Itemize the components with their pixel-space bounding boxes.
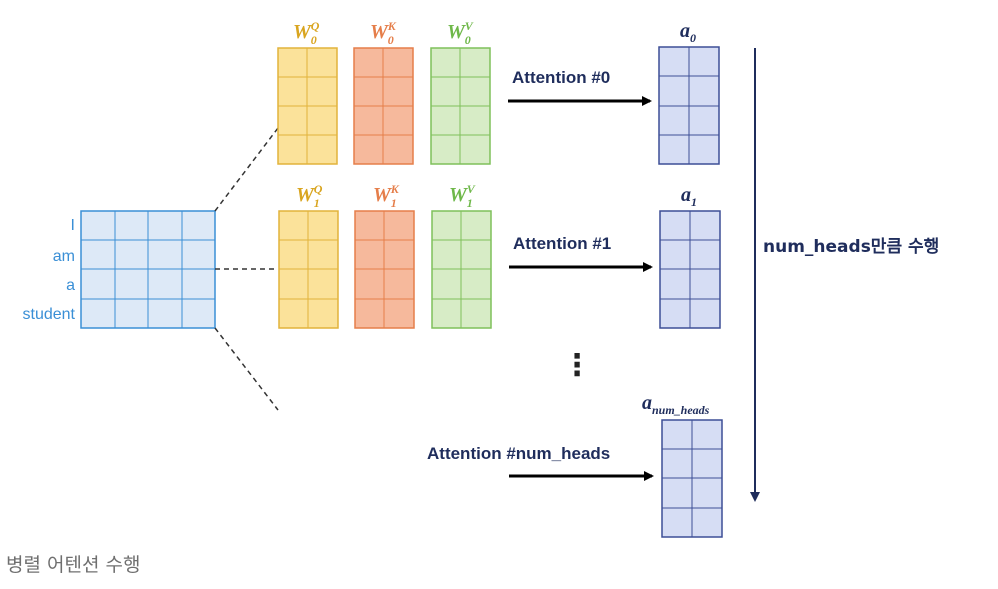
attention-label-last: Attention #num_heads: [427, 444, 610, 463]
output-matrix-0: [658, 46, 720, 165]
head-0-query-matrix: [277, 47, 338, 165]
output-label-last: anum_heads: [642, 392, 710, 417]
output-label-0: a0: [680, 20, 696, 45]
weight-label-v0: W0V: [447, 19, 474, 47]
token-label: am: [53, 248, 75, 265]
output-matrix-last: [661, 419, 723, 538]
figure-caption: 병렬 어텐션 수행: [6, 554, 141, 576]
attention-label-0: Attention #0: [512, 68, 610, 87]
weight-label-v1: W1V: [449, 182, 476, 210]
head-0-value-matrix: [430, 47, 491, 165]
input-matrix: [80, 210, 216, 329]
output-matrix-1: [659, 210, 721, 329]
weight-label-k1: W1K: [373, 182, 400, 210]
ellipsis: ⋮: [562, 349, 592, 382]
token-label: a: [66, 277, 75, 294]
weight-label-q0: W0Q: [293, 19, 320, 47]
weight-label-k0: W0K: [370, 19, 397, 47]
head-1-key-matrix: [354, 210, 415, 329]
dashed-connectors: [214, 127, 279, 411]
head-1-query-matrix: [278, 210, 339, 329]
weight-label-q1: W1Q: [296, 182, 323, 210]
token-label: I: [71, 217, 75, 234]
output-label-1: a1: [681, 184, 697, 209]
repeat-label: num_heads만큼 수행: [763, 237, 939, 257]
input-token-labels: I am a student: [23, 217, 76, 323]
attention-label-1: Attention #1: [513, 234, 611, 253]
head-0-key-matrix: [353, 47, 414, 165]
head-1-value-matrix: [431, 210, 492, 329]
token-label: student: [23, 306, 76, 323]
